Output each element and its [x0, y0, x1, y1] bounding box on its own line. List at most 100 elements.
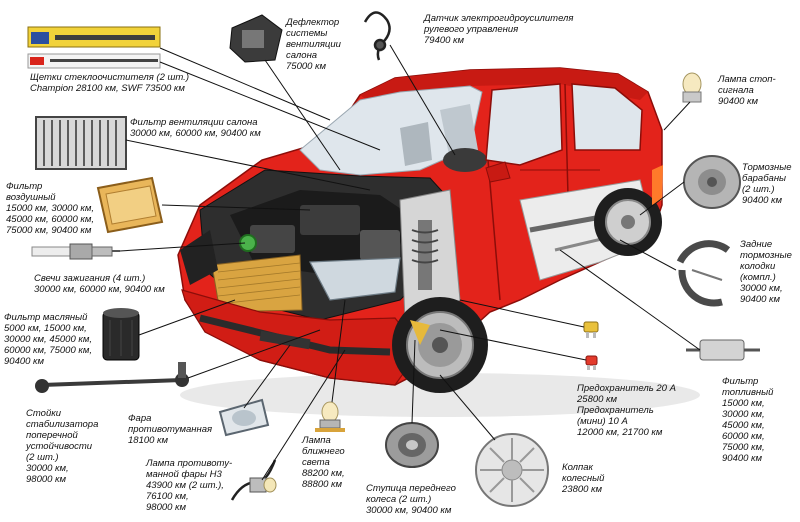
label-line: 30000 км, 90400 км	[366, 505, 452, 516]
label-wheel-cap: Колпак колесный 23800 км	[562, 462, 604, 495]
label-line: салона	[286, 50, 318, 61]
label-line: света	[302, 457, 330, 468]
label-line: 90400 км	[740, 294, 781, 305]
label-fog-lamp: Фара противотуманная 18100 км	[128, 413, 212, 446]
fuel-filter-image	[686, 339, 760, 361]
label-line: (компл.)	[740, 272, 776, 283]
label-line: Фильтр масляный	[4, 312, 88, 323]
label-brake-drums: Тормозные барабаны (2 шт.) 90400 км	[742, 162, 792, 206]
label-line: 23800 км	[562, 484, 603, 495]
label-line: 30000 км, 45000 км,	[4, 334, 93, 345]
label-line: 30000 км,	[26, 463, 69, 474]
label-line: воздушный	[6, 192, 56, 203]
label-line: 88200 км,	[302, 468, 345, 479]
label-line: 60000 км, 75000 км,	[4, 345, 93, 356]
label-line: 25800 км	[577, 394, 618, 405]
label-steering-sensor: Датчик электрогидроусилителя рулевого уп…	[424, 13, 574, 46]
label-line: Дефлектор	[286, 17, 340, 28]
label-line: Стойки	[26, 408, 62, 419]
label-line: колесный	[562, 473, 605, 484]
label-line: 45000 км,	[722, 420, 765, 431]
label-wipers: Щетки стеклоочистителя (2 шт.) Champion …	[30, 72, 189, 94]
label-line: колодки	[740, 261, 776, 272]
label-line: Champion 28100 км, SWF 73500 км	[30, 83, 185, 94]
label-line: 79400 км	[424, 35, 465, 46]
brake-lamp-image	[682, 72, 702, 103]
label-line: 98000 км	[26, 474, 67, 485]
spark-plug-image	[31, 243, 120, 260]
label-line: (мини) 10 А	[577, 416, 628, 427]
label-line: Лампа	[302, 435, 331, 446]
label-line: 30000 км, 60000 км, 90400 км	[34, 284, 165, 295]
label-spark-plugs: Свечи зажигания (4 шт.) 30000 км, 60000 …	[34, 273, 165, 295]
front-bumper	[181, 289, 421, 386]
label-line: Задние	[740, 239, 773, 250]
label-hub: Ступица переднего колеса (2 шт.) 30000 к…	[366, 483, 456, 516]
car	[177, 67, 700, 417]
label-deflector: Дефлектор системы вентиляции салона 7500…	[286, 17, 341, 72]
rear-brake-pads-image	[676, 240, 731, 307]
fog-lamp-image	[218, 398, 270, 437]
fog-bulb-image	[230, 459, 277, 501]
label-line: 43900 км (2 шт.),	[146, 480, 224, 491]
steering-sensor-image	[363, 11, 391, 61]
label-line: 90400 км	[4, 356, 45, 367]
label-line: Фильтр	[722, 376, 759, 387]
oil-filter-image	[102, 308, 140, 361]
label-line: устойчивости	[26, 441, 93, 452]
label-rear-pads: Задние тормозные колодки (компл.) 30000 …	[740, 239, 792, 305]
label-line: барабаны	[742, 173, 787, 184]
label-line: 30000 км, 60000 км, 90400 км	[130, 128, 261, 139]
label-line: 90400 км	[722, 453, 763, 464]
label-line: 45000 км, 60000 км,	[6, 214, 95, 225]
label-line: 90400 км	[718, 96, 759, 107]
label-line: стабилизатора	[26, 419, 99, 430]
label-line: 30000 км,	[722, 409, 765, 420]
fuse-10a-image	[585, 355, 598, 370]
label-line: манной фары Н3	[146, 469, 222, 480]
label-cabin-filter: Фильтр вентиляции салона 30000 км, 60000…	[130, 117, 261, 139]
label-oil-filter: Фильтр масляный 5000 км, 15000 км, 30000…	[4, 312, 92, 367]
label-line: 15000 км,	[722, 398, 765, 409]
low-beam-bulb-image	[315, 401, 345, 432]
label-line: сигнала	[718, 85, 754, 96]
wheel-hub-image	[385, 422, 439, 468]
label-line: топливный	[722, 387, 774, 398]
label-line: 60000 км,	[722, 431, 765, 442]
label-stabilizer: Стойки стабилизатора поперечной устойчив…	[26, 408, 98, 485]
label-fuel-filter: Фильтр топливный 15000 км, 30000 км, 450…	[722, 376, 773, 464]
cabin-filter-image	[35, 116, 127, 170]
label-line: Тормозные	[742, 162, 792, 173]
label-line: 75000 км,	[722, 442, 765, 453]
brake-drum-image	[683, 155, 741, 209]
label-line: 98000 км	[146, 502, 187, 513]
label-line: 18100 км	[128, 435, 169, 446]
label-line: рулевого управления	[424, 24, 519, 35]
label-line: тормозные	[740, 250, 792, 261]
wiper-blades-image	[27, 26, 161, 69]
deflector-image	[229, 14, 283, 63]
label-air-filter: Фильтр воздушный 15000 км, 30000 км, 450…	[6, 181, 94, 236]
label-line: Датчик электрогидроусилителя	[424, 13, 574, 24]
label-line: поперечной	[26, 430, 78, 441]
side-window-rear	[571, 83, 643, 151]
label-line: 90400 км	[742, 195, 783, 206]
label-line: вентиляции	[286, 39, 341, 50]
label-line: 15000 км, 30000 км,	[6, 203, 95, 214]
label-line: Свечи зажигания (4 шт.)	[34, 273, 146, 284]
label-fuse-20a: Предохранитель 20 А 25800 км	[577, 383, 676, 405]
air-filter-image	[96, 176, 164, 234]
label-line: Предохранитель	[577, 405, 654, 416]
label-low-beam: Лампа ближнего света 88200 км, 88800 км	[302, 435, 345, 490]
label-line: 88800 км	[302, 479, 343, 490]
label-line: Предохранитель 20 А	[577, 383, 676, 394]
label-fuse-10a: Предохранитель (мини) 10 А 12000 км, 217…	[577, 405, 662, 438]
label-line: 75000 км	[286, 61, 327, 72]
label-line: Фильтр	[6, 181, 43, 192]
label-line: 30000 км,	[740, 283, 783, 294]
label-line: 76100 км,	[146, 491, 189, 502]
leader-lines	[119, 44, 701, 481]
stabilizer-link-image	[35, 362, 189, 393]
